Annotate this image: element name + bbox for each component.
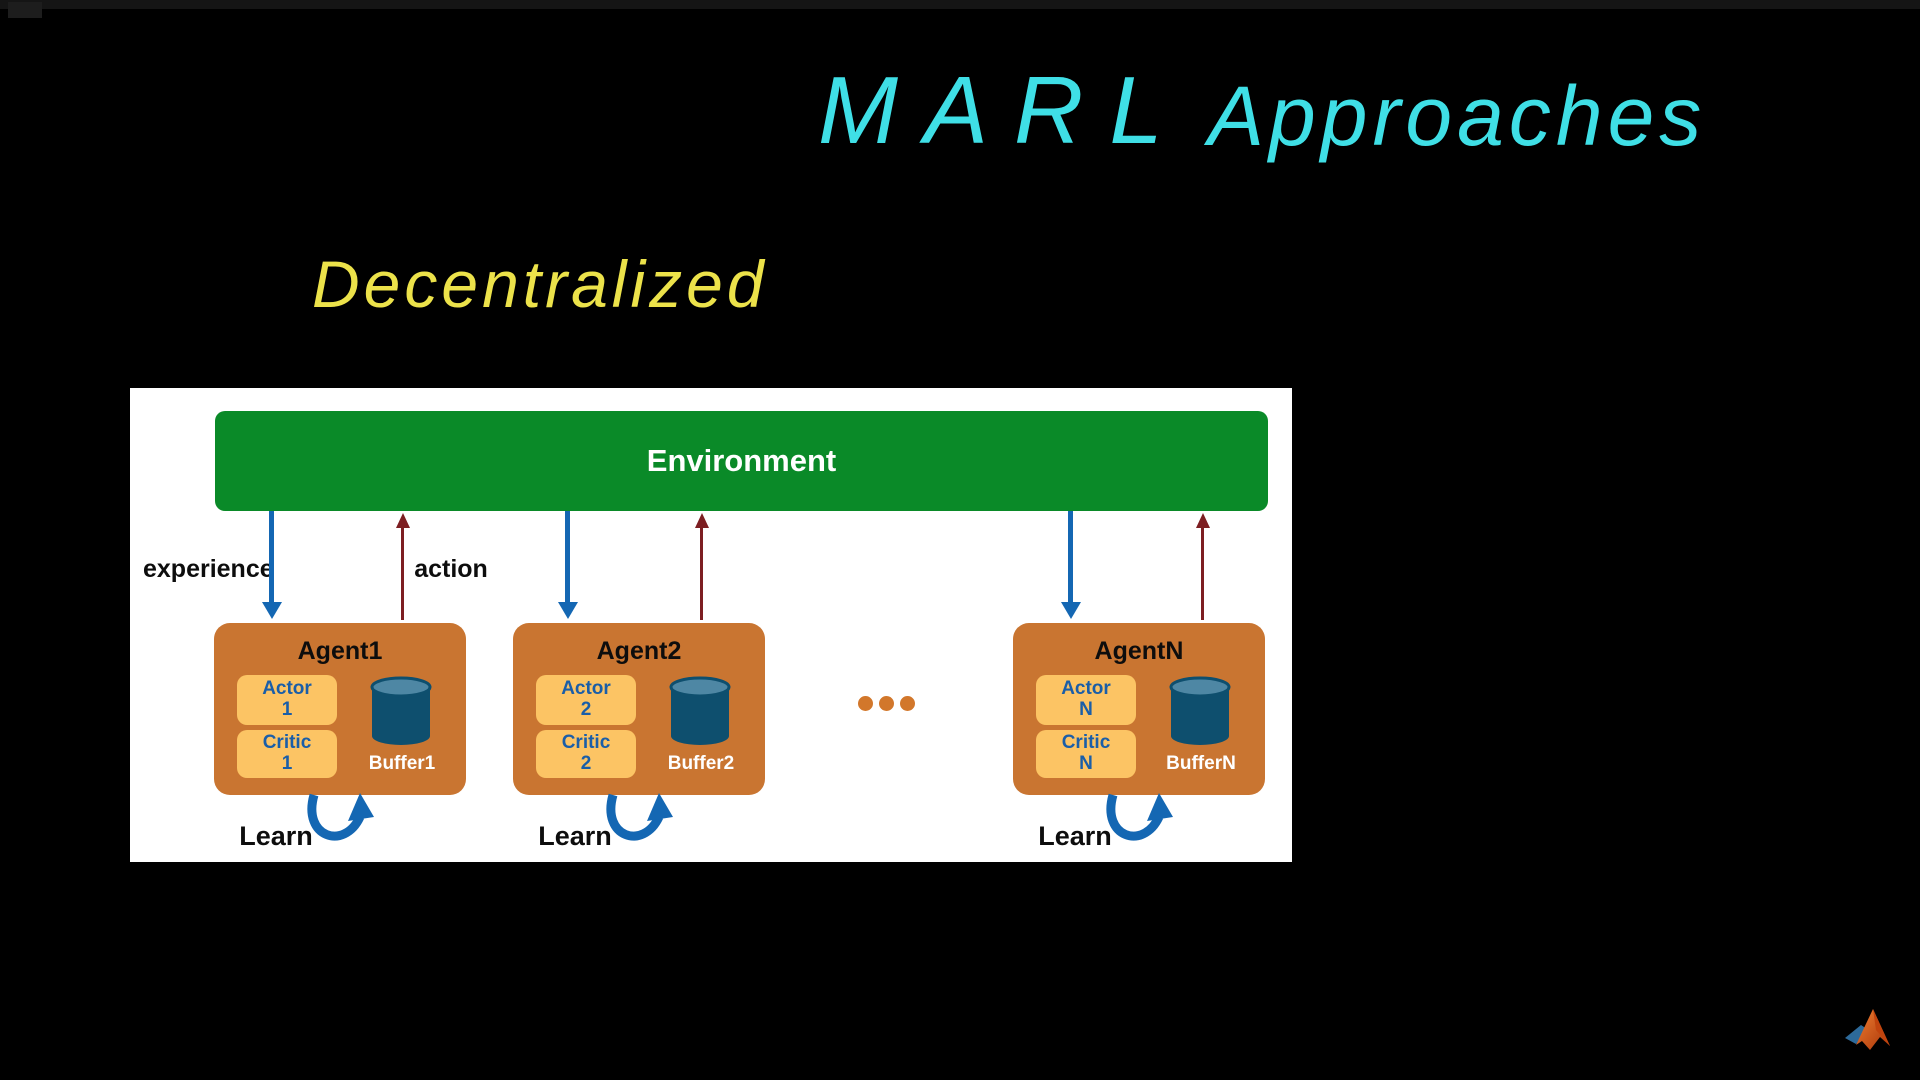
top-edge-strip — [0, 0, 1920, 9]
action-arrow-agent1 — [401, 527, 404, 620]
agent-card-n: AgentN Actor N Critic N BufferN Learn — [1013, 623, 1265, 851]
ellipsis-dot-icon — [879, 696, 894, 711]
experience-arrow-agent2 — [565, 511, 570, 603]
agent2-title: Agent2 — [596, 637, 682, 665]
agent1-buffer-label: Buffer1 — [368, 753, 436, 774]
environment-block: Environment — [215, 411, 1268, 511]
action-arrowhead-agentN-icon — [1196, 513, 1210, 528]
agent2-critic-box: Critic 2 — [536, 730, 636, 778]
matlab-logo-icon — [1845, 1009, 1890, 1050]
action-label: action — [414, 555, 488, 583]
agentN-critic-index: N — [1079, 753, 1093, 774]
learn-arrow-icon — [307, 793, 374, 841]
agentN-actor-index: N — [1079, 699, 1093, 720]
agent1-critic-label: Critic — [262, 732, 312, 754]
agent1-actor-box: Actor 1 — [237, 675, 337, 725]
agent1-critic-index: 1 — [281, 753, 293, 774]
agentN-actor-box: Actor N — [1036, 675, 1136, 725]
agent-card-2: Agent2 Actor 2 Critic 2 Buffer2 Learn — [513, 623, 765, 851]
agent2-buffer-label: Buffer2 — [667, 753, 735, 774]
buffer-cylinder-icon — [669, 676, 731, 745]
agentN-learn-label: Learn — [1038, 821, 1112, 851]
action-arrowhead-agent1-icon — [396, 513, 410, 528]
agent-card-1: Agent1 Actor 1 Critic 1 Buffer1 Learn — [214, 623, 466, 851]
agentN-title: AgentN — [1094, 637, 1184, 665]
experience-arrow-agent1 — [269, 511, 274, 603]
action-arrow-agentN — [1201, 527, 1204, 620]
page-title-word1: MARL — [818, 57, 1189, 164]
agentN-critic-box: Critic N — [1036, 730, 1136, 778]
agent1-learn-label: Learn — [239, 821, 313, 851]
buffer-cylinder-icon — [370, 676, 432, 745]
experience-arrowhead-agentN-icon — [1061, 602, 1081, 619]
agent1-actor-label: Actor — [262, 678, 312, 700]
agent2-critic-index: 2 — [580, 753, 592, 774]
agentN-actor-label: Actor — [1061, 678, 1111, 700]
experience-arrowhead-agent2-icon — [558, 602, 578, 619]
agent2-critic-label: Critic — [561, 732, 611, 754]
experience-label: experience — [143, 555, 274, 583]
ellipsis-dot-icon — [900, 696, 915, 711]
experience-arrow-agentN — [1068, 511, 1073, 603]
learn-arrow-icon — [606, 793, 673, 841]
buffer-cylinder-icon — [1169, 676, 1231, 745]
page-title-word2: Approaches — [1208, 69, 1707, 163]
agent1-title: Agent1 — [297, 637, 383, 665]
agentN-buffer-label: BufferN — [1166, 753, 1236, 774]
action-arrowhead-agent2-icon — [695, 513, 709, 528]
agent2-learn-label: Learn — [538, 821, 612, 851]
agent2-actor-index: 2 — [580, 699, 592, 720]
action-arrow-agent2 — [700, 527, 703, 620]
environment-label: Environment — [646, 443, 837, 478]
agentN-critic-label: Critic — [1061, 732, 1111, 754]
corner-artifact — [8, 2, 42, 18]
learn-arrow-icon — [1106, 793, 1173, 841]
agent1-actor-index: 1 — [281, 699, 293, 720]
agent1-critic-box: Critic 1 — [237, 730, 337, 778]
agent2-actor-label: Actor — [561, 678, 611, 700]
section-label: Decentralized — [312, 247, 768, 321]
experience-arrowhead-agent1-icon — [262, 602, 282, 619]
ellipsis-dot-icon — [858, 696, 873, 711]
agent2-actor-box: Actor 2 — [536, 675, 636, 725]
